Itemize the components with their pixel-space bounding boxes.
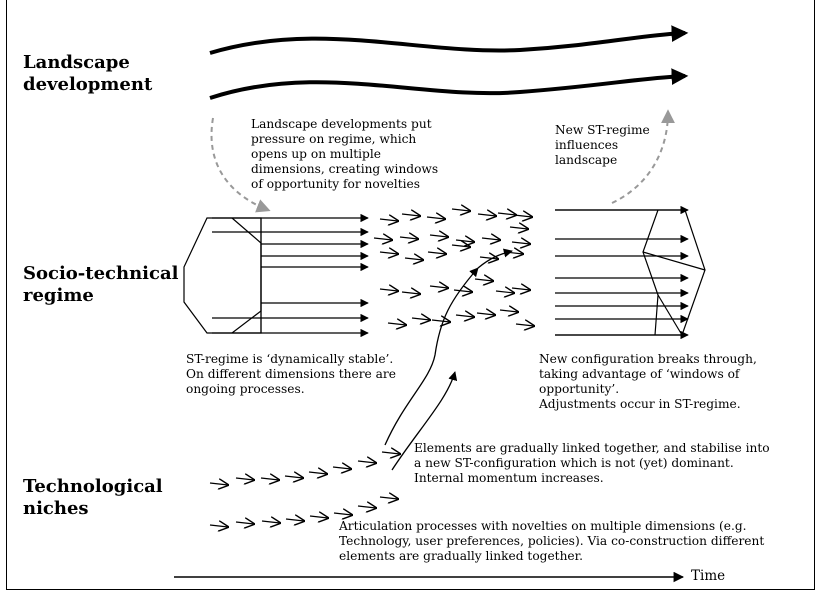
novelty-arrow (284, 476, 303, 478)
novelty-arrow (379, 219, 398, 221)
time-axis-label: Time (691, 568, 726, 584)
novelty-arrow (429, 286, 448, 288)
niches-level-label: Technological niches (23, 476, 163, 519)
novelty-arrow (451, 245, 470, 247)
regime-level-label: Socio-technical regime (23, 263, 179, 306)
novelty-arrow (332, 467, 351, 469)
novelty-arrow (511, 242, 530, 244)
novelty-arrow (235, 522, 254, 524)
novelty-arrow (509, 227, 528, 229)
niche-trajectory-inner (391, 371, 458, 471)
niche-trajectory-extension (477, 248, 513, 269)
novelty-arrow (451, 209, 470, 211)
diagram-frame (6, 0, 815, 590)
novelty-arrow (357, 506, 376, 508)
novelty-arrow (309, 516, 328, 518)
novelty-arrow (373, 238, 392, 240)
novelty-arrow (379, 289, 398, 291)
niche-trajectory-outer (384, 267, 479, 446)
novelty-arrow (411, 318, 430, 320)
novelty-arrow (387, 323, 406, 325)
novelty-arrow (479, 257, 498, 259)
novelty-arrow (379, 497, 398, 499)
novelty-arrow (453, 290, 472, 292)
novelty-arrows (209, 209, 534, 527)
novelty-arrow (477, 214, 496, 216)
novelty-arrow (481, 238, 500, 240)
novelty-arrow (499, 310, 518, 312)
novelty-arrow (515, 324, 534, 326)
novelty-arrow (474, 279, 493, 281)
novelty-arrow (497, 213, 516, 215)
novelty-arrow (209, 483, 228, 485)
novelty-arrow (209, 525, 228, 527)
landscape-arrow-lower (209, 68, 689, 100)
landscape-level-label: Landscape development (23, 52, 153, 95)
novelty-arrow (404, 258, 423, 260)
novelty-arrow (476, 313, 495, 315)
novelty-arrow (426, 217, 445, 219)
regime-influence-arrow (611, 109, 675, 204)
novelty-arrow (429, 235, 448, 237)
regime-arrows-right (555, 205, 689, 340)
novelty-arrow (381, 452, 400, 454)
articulation-note: Articulation processes with novelties on… (339, 519, 765, 563)
novelty-arrow (333, 513, 352, 515)
novelty-arrow (401, 214, 420, 216)
novelty-arrow (455, 315, 474, 317)
novelty-arrow (285, 519, 304, 521)
landscape-pressure-note: Landscape developments put pressure on r… (251, 117, 439, 191)
novelty-arrow (261, 521, 280, 523)
regime-prism-left (183, 217, 262, 334)
regime-stable-note: ST-regime is ‘dynamically stable’. On di… (186, 352, 396, 396)
novelty-arrow (431, 320, 450, 322)
breakthrough-note: New configuration breaks through, taking… (539, 352, 757, 411)
novelty-arrow (357, 461, 376, 463)
novelty-arrow (511, 288, 530, 290)
novelty-arrow (427, 252, 446, 254)
novelty-arrow (513, 215, 532, 217)
landscape-arrow-upper (209, 25, 689, 55)
novelty-arrow (399, 237, 418, 239)
regime-arrows-left (212, 213, 369, 338)
novelty-arrow (235, 478, 254, 480)
novelty-arrow (379, 252, 398, 254)
regime-prism-right (555, 209, 706, 336)
novelty-arrow (401, 292, 420, 294)
new-regime-influence-note: New ST-regime influences landscape (555, 123, 650, 167)
novelty-arrow (495, 291, 514, 293)
novelty-arrow (260, 478, 279, 480)
novelty-arrow (308, 472, 327, 474)
linking-note: Elements are gradually linked together, … (414, 441, 770, 485)
novelty-arrow (455, 240, 474, 242)
